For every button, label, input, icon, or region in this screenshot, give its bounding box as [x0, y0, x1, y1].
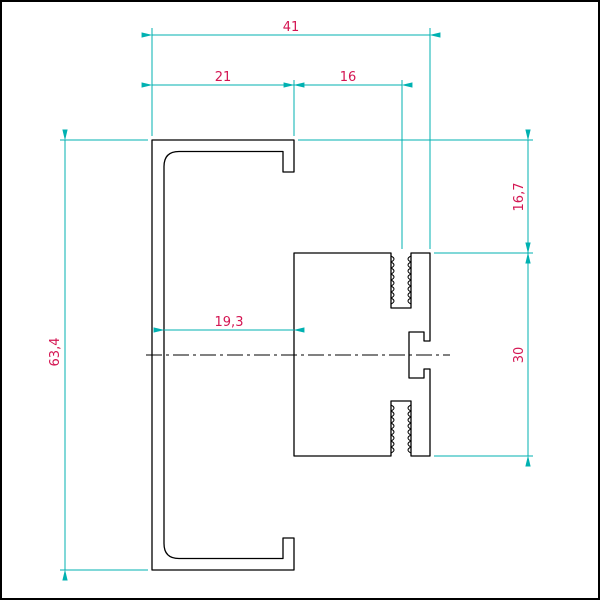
dim-label-right-width: 16 [340, 70, 357, 85]
dim-label-overall-width: 41 [283, 20, 300, 35]
dim-label-channel-height: 30 [512, 347, 527, 364]
screw-port-serrations [390, 255, 412, 454]
dim-label-left-width: 21 [215, 70, 232, 85]
dim-label-overall-height: 63,4 [48, 338, 63, 367]
dimension-lines [62, 32, 531, 581]
extension-lines [60, 28, 533, 571]
dimension-labels: 41 21 16 63,4 16,7 30 19,3 [48, 20, 527, 366]
t-slot-section [293, 252, 431, 457]
profile-outline [151, 139, 431, 571]
c-channel-section [151, 139, 295, 571]
dim-label-inner-width: 19,3 [215, 315, 244, 330]
dim-label-upper-right-height: 16,7 [512, 183, 527, 212]
